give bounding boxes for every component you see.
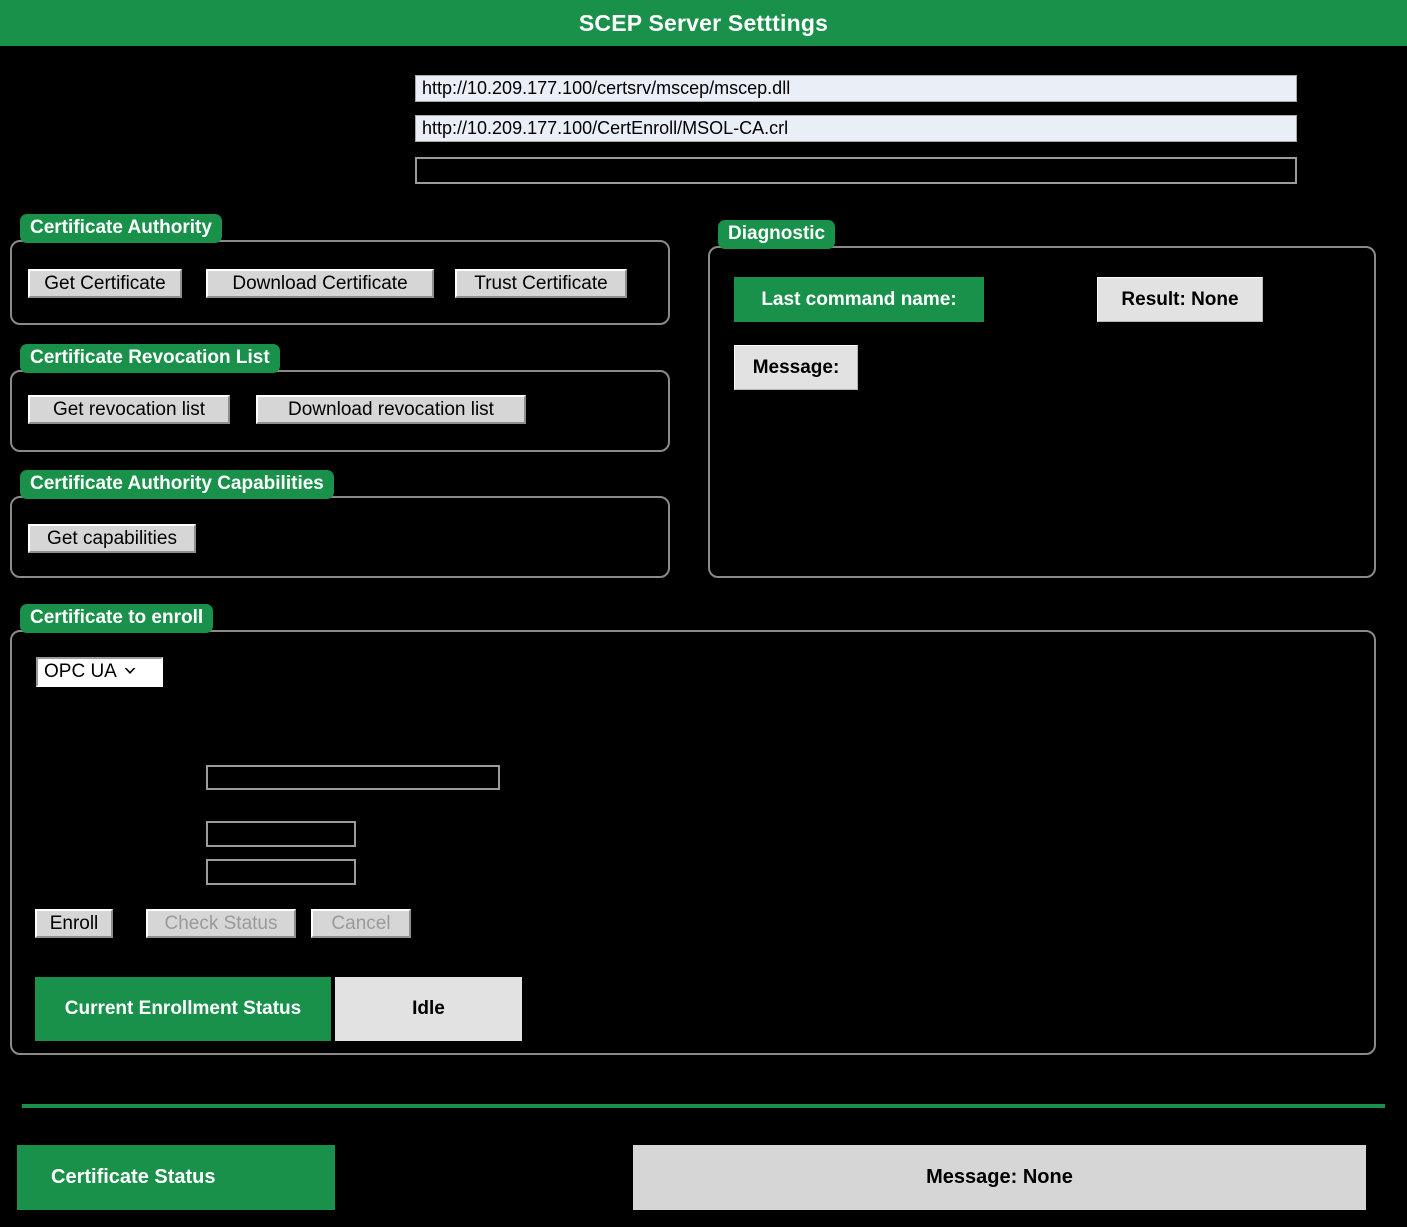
certificate-authority-title: Certificate Authority (20, 214, 222, 243)
footer-message: Message: None (633, 1145, 1366, 1210)
certificate-to-enroll-group (10, 630, 1376, 1055)
get-revocation-list-button[interactable]: Get revocation list (28, 395, 230, 424)
footer-divider (22, 1104, 1385, 1108)
download-certificate-button[interactable]: Download Certificate (206, 269, 434, 298)
validity-field[interactable] (206, 859, 356, 885)
current-enrollment-status-value: Idle (335, 977, 522, 1041)
certificate-revocation-list-title: Certificate Revocation List (20, 344, 280, 373)
get-certificate-button[interactable]: Get Certificate (28, 269, 182, 298)
get-capabilities-button[interactable]: Get capabilities (28, 524, 196, 553)
key-length-field[interactable] (206, 821, 356, 847)
trust-certificate-button[interactable]: Trust Certificate (455, 269, 627, 298)
result-label: Result: None (1097, 277, 1263, 322)
download-revocation-list-button[interactable]: Download revocation list (256, 395, 526, 424)
current-enrollment-status-label: Current Enrollment Status (35, 977, 331, 1041)
page-title: SCEP Server Setttings (578, 9, 829, 36)
certificate-authority-capabilities-title: Certificate Authority Capabilities (20, 470, 334, 499)
diagnostic-group (708, 246, 1376, 578)
certificate-type-select[interactable]: OPC UA (36, 657, 163, 687)
chevron-down-icon (123, 665, 137, 680)
scep-url-field[interactable]: http://10.209.177.100/certsrv/mscep/msce… (415, 75, 1297, 102)
message-label: Message: (734, 345, 858, 390)
subject-name-field[interactable] (206, 765, 500, 790)
challenge-password-field[interactable] (415, 157, 1297, 184)
last-command-name-label: Last command name: (734, 277, 984, 322)
crl-url-field[interactable]: http://10.209.177.100/CertEnroll/MSOL-CA… (415, 115, 1297, 142)
certificate-status-label: Certificate Status (17, 1145, 335, 1210)
window-title-bar: SCEP Server Setttings (0, 0, 1407, 46)
certificate-to-enroll-title: Certificate to enroll (20, 604, 214, 633)
certificate-revocation-list-group (10, 370, 670, 452)
certificate-type-selected-value: OPC UA (44, 661, 117, 682)
certificate-authority-group (10, 240, 670, 325)
certificate-authority-capabilities-group (10, 496, 670, 578)
enroll-button[interactable]: Enroll (35, 909, 113, 938)
diagnostic-title: Diagnostic (718, 220, 836, 249)
check-status-button[interactable]: Check Status (146, 909, 296, 938)
cancel-button[interactable]: Cancel (311, 909, 411, 938)
